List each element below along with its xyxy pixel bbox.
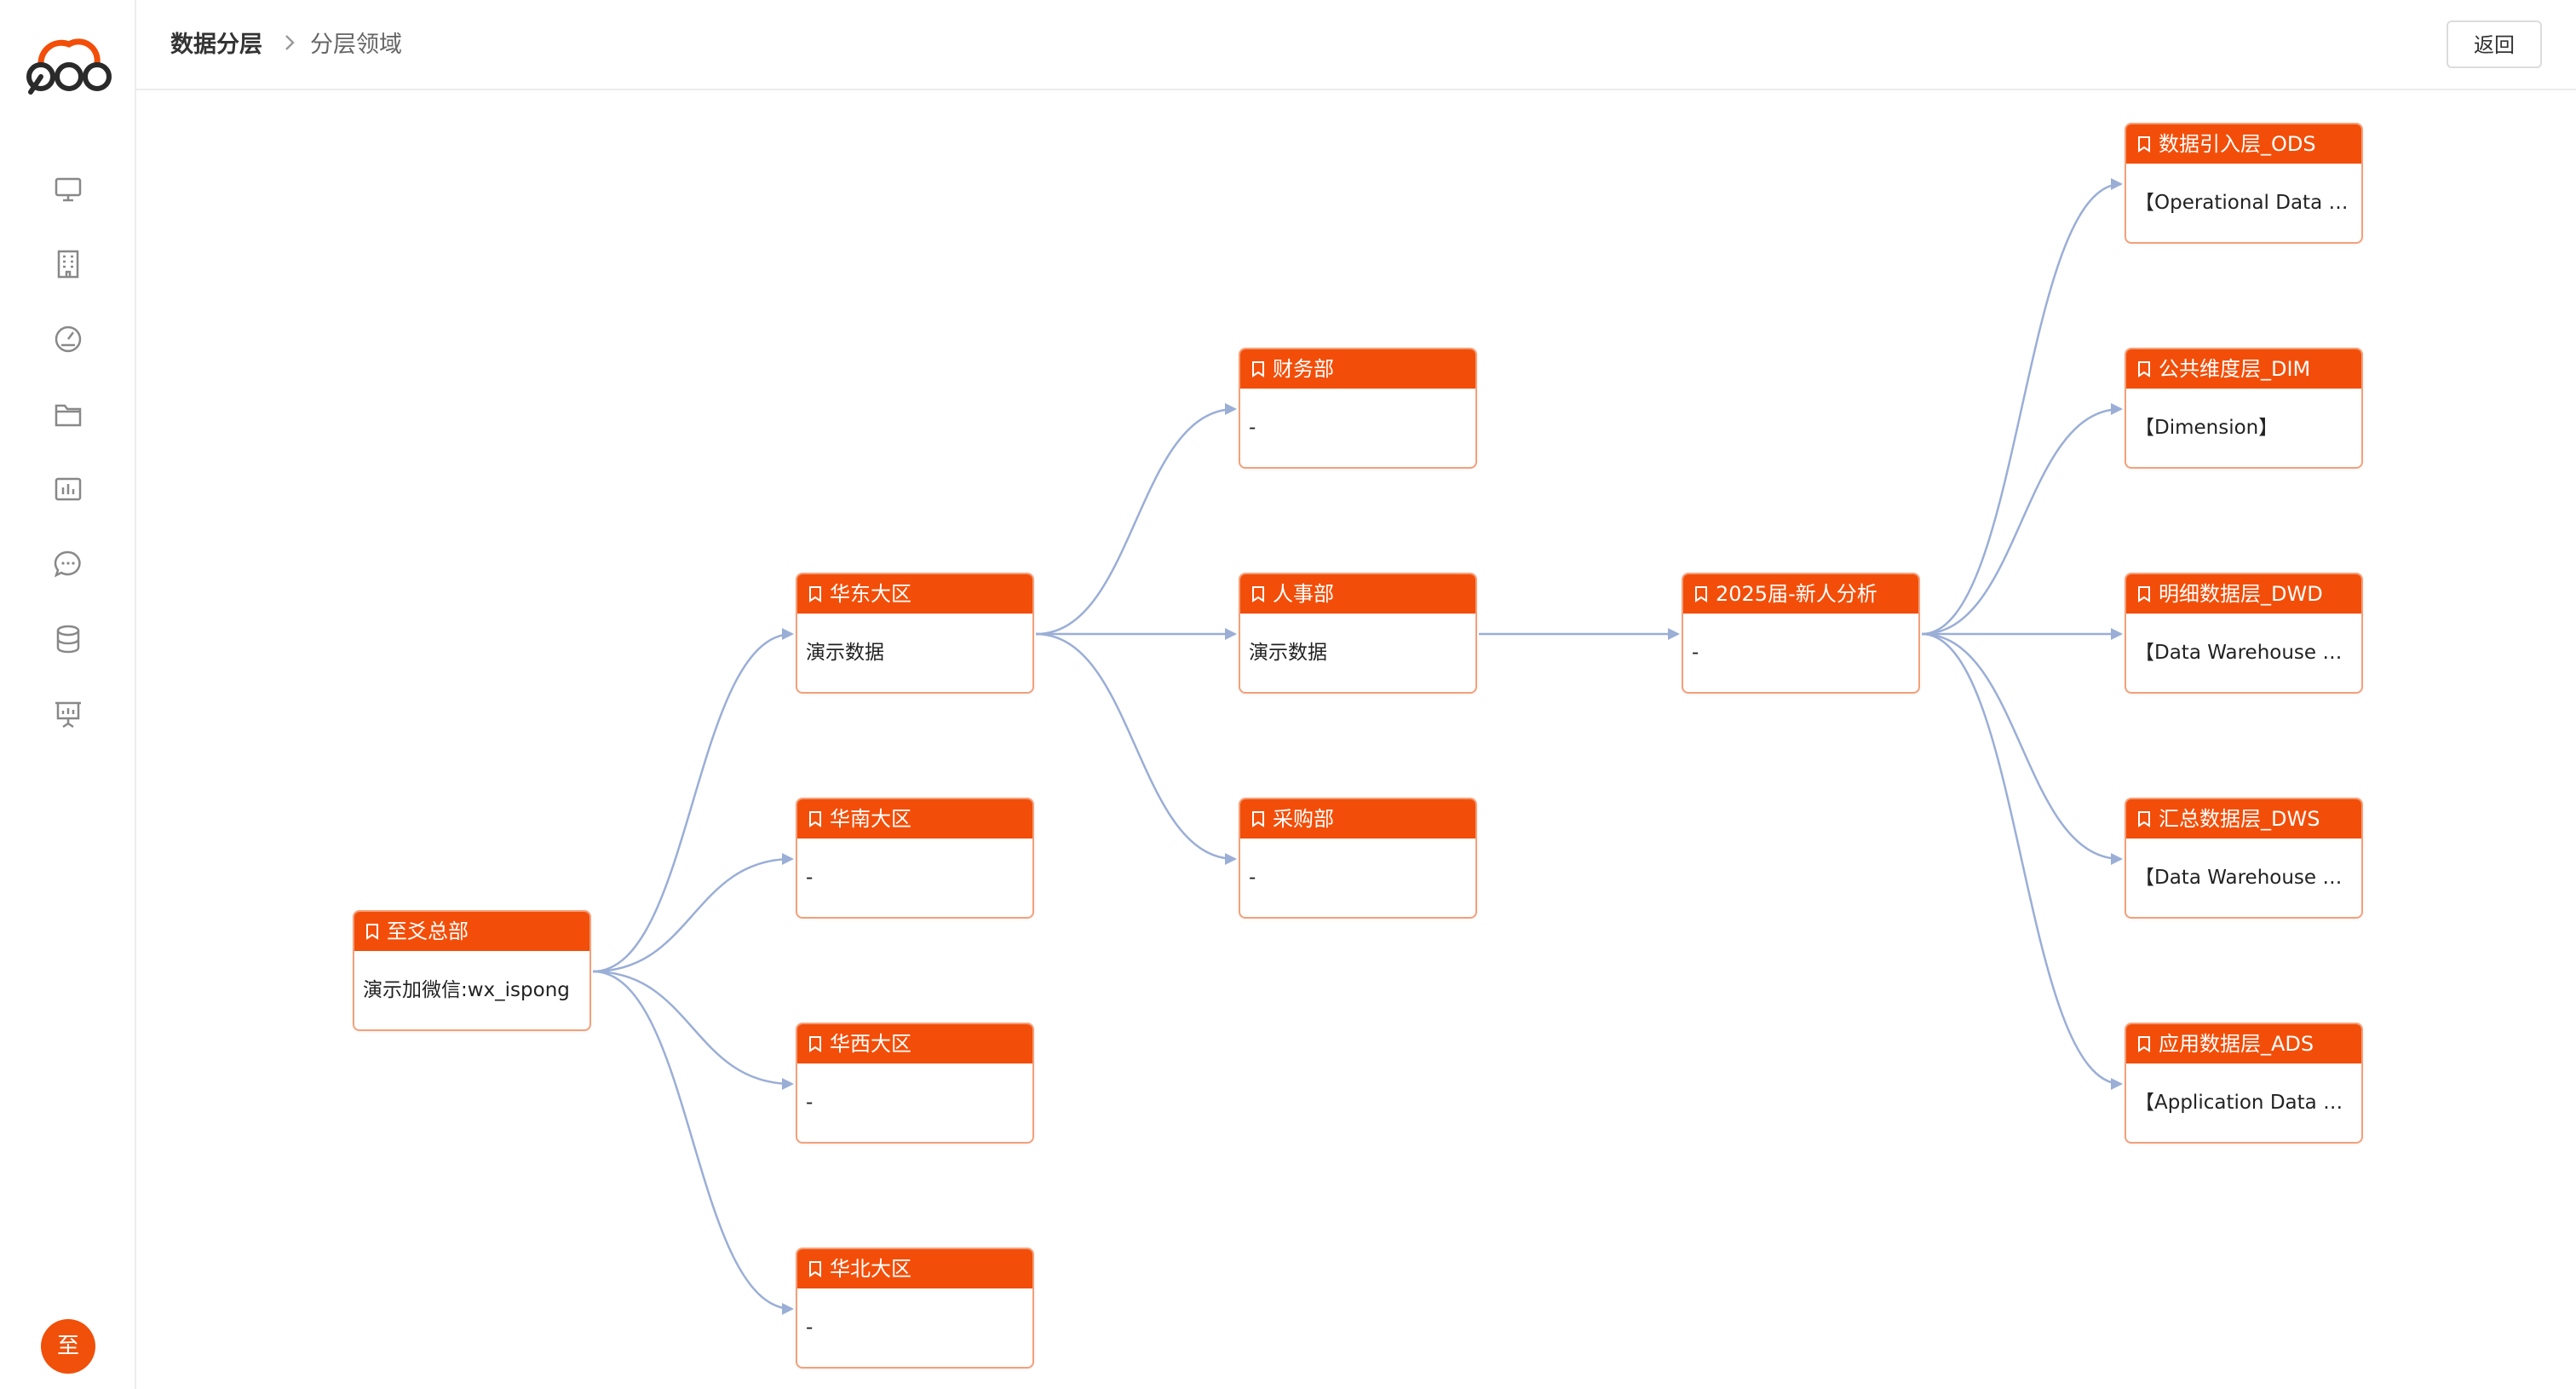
node-header: 华南大区 <box>797 799 1032 839</box>
bookmark-icon <box>2138 586 2150 602</box>
node-title: 人事部 <box>1273 582 1334 606</box>
edge-root-north <box>592 970 794 1315</box>
database-icon[interactable] <box>51 622 85 656</box>
node-description: 【Operational Data S... <box>2135 192 2360 214</box>
edge-project-dws <box>1921 632 2123 865</box>
header: 数据分层 分层领域 返回 <box>136 0 2576 90</box>
node-south[interactable]: 华南大区 - <box>796 798 1034 919</box>
node-title: 至爻总部 <box>387 919 469 943</box>
presentation-icon[interactable] <box>51 697 85 731</box>
node-dws[interactable]: 汇总数据层_DWS 【Data Warehouse Su... <box>2125 798 2363 919</box>
node-header: 财务部 <box>1240 349 1475 389</box>
edge-root-west <box>592 970 794 1090</box>
edge-east-finance <box>1035 403 1237 636</box>
node-ads[interactable]: 应用数据层_ADS 【Application Data S... <box>2125 1023 2363 1144</box>
avatar[interactable]: 至 <box>41 1319 95 1374</box>
node-header: 华西大区 <box>797 1024 1032 1063</box>
node-title: 华西大区 <box>830 1032 911 1056</box>
bookmark-icon <box>2138 1036 2150 1052</box>
edge-root-east <box>592 628 794 973</box>
node-finance[interactable]: 财务部 - <box>1239 348 1477 469</box>
breadcrumb-current[interactable]: 数据分层 <box>170 32 262 58</box>
node-project[interactable]: 2025届-新人分析 - <box>1682 573 1920 694</box>
chat-icon[interactable] <box>51 547 85 581</box>
gauge-icon[interactable] <box>51 322 85 356</box>
node-west[interactable]: 华西大区 - <box>796 1023 1034 1144</box>
bookmark-icon <box>2138 136 2150 153</box>
edge-project-ods <box>1921 178 2123 636</box>
node-header: 至爻总部 <box>354 912 589 951</box>
bookmark-icon <box>809 1261 821 1277</box>
node-description: 【Data Warehouse D... <box>2135 642 2357 664</box>
bookmark-icon <box>1252 811 1264 827</box>
node-title: 应用数据层_ADS <box>2159 1032 2314 1056</box>
building-icon[interactable] <box>51 247 85 281</box>
breadcrumb-sub: 分层领域 <box>310 32 402 58</box>
node-header: 人事部 <box>1240 574 1475 614</box>
node-header: 明细数据层_DWD <box>2126 574 2361 614</box>
node-description: - <box>806 1092 814 1114</box>
node-title: 财务部 <box>1273 357 1334 381</box>
node-title: 华北大区 <box>830 1257 911 1281</box>
node-title: 采购部 <box>1273 807 1334 831</box>
node-dwd[interactable]: 明细数据层_DWD 【Data Warehouse D... <box>2125 573 2363 694</box>
edge-east-purchase <box>1035 632 1237 865</box>
node-title: 明细数据层_DWD <box>2159 582 2323 606</box>
node-hr[interactable]: 人事部演示数据 <box>1239 573 1477 694</box>
node-header: 数据引入层_ODS <box>2126 124 2361 164</box>
back-button[interactable]: 返回 <box>2447 20 2542 68</box>
node-description: - <box>1249 417 1256 439</box>
node-title: 数据引入层_ODS <box>2159 132 2316 156</box>
node-header: 公共维度层_DIM <box>2126 349 2361 389</box>
node-description: - <box>806 1317 814 1339</box>
bookmark-icon <box>366 924 378 940</box>
chart-box-icon[interactable] <box>51 472 85 506</box>
monitor-icon[interactable] <box>51 172 85 206</box>
node-description: - <box>1249 867 1256 889</box>
chevron-right-icon <box>285 35 295 50</box>
node-description: 演示加微信:wx_ispong <box>363 979 570 1001</box>
node-title: 华南大区 <box>830 807 911 831</box>
sidebar: 至 <box>0 0 136 1389</box>
bookmark-icon <box>809 1036 821 1052</box>
node-header: 华东大区 <box>797 574 1032 614</box>
node-header: 汇总数据层_DWS <box>2126 799 2361 839</box>
node-header: 2025届-新人分析 <box>1683 574 1918 614</box>
node-description: 【Application Data S... <box>2135 1092 2355 1114</box>
folder-icon[interactable] <box>51 397 85 431</box>
node-east[interactable]: 华东大区演示数据 <box>796 573 1034 694</box>
node-title: 汇总数据层_DWS <box>2159 807 2320 831</box>
node-description: 演示数据 <box>806 642 884 664</box>
node-title: 2025届-新人分析 <box>1716 582 1877 606</box>
edge-project-ads <box>1921 632 2123 1090</box>
node-purchase[interactable]: 采购部 - <box>1239 798 1477 919</box>
node-north[interactable]: 华北大区 - <box>796 1248 1034 1369</box>
node-title: 公共维度层_DIM <box>2159 357 2311 381</box>
bookmark-icon <box>1695 586 1707 602</box>
node-header: 应用数据层_ADS <box>2126 1024 2361 1063</box>
node-ods[interactable]: 数据引入层_ODS 【Operational Data S... <box>2125 123 2363 244</box>
bookmark-icon <box>809 811 821 827</box>
node-dim[interactable]: 公共维度层_DIM 【Dimension】 <box>2125 348 2363 469</box>
node-description: - <box>1692 642 1699 664</box>
node-root[interactable]: 至爻总部演示加微信:wx_ispong <box>353 910 591 1031</box>
bookmark-icon <box>1252 586 1264 602</box>
edge-root-south <box>592 853 794 973</box>
node-description: 【Data Warehouse Su... <box>2135 867 2361 889</box>
node-description: 【Dimension】 <box>2135 417 2279 439</box>
edge-project-dim <box>1921 403 2123 636</box>
node-description: - <box>806 867 814 889</box>
bookmark-icon <box>1252 361 1264 378</box>
node-description: 演示数据 <box>1249 642 1327 664</box>
node-title: 华东大区 <box>830 582 911 606</box>
app-logo[interactable] <box>22 29 116 101</box>
node-header: 采购部 <box>1240 799 1475 839</box>
bookmark-icon <box>2138 811 2150 827</box>
bookmark-icon <box>2138 361 2150 378</box>
node-header: 华北大区 <box>797 1249 1032 1288</box>
bookmark-icon <box>809 586 821 602</box>
